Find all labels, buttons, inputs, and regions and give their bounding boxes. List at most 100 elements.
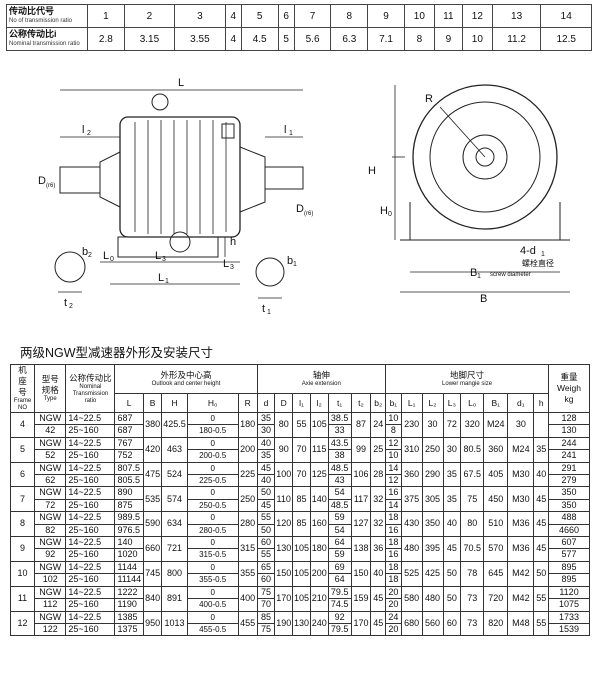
L1-cell: 680 [400,610,423,637]
b1-cell: 20 [385,622,402,637]
col-header: L [114,393,144,413]
model-cell: NGW [34,560,67,575]
L-cell: 1375 [114,622,144,637]
ratio-code: 9 [367,4,405,28]
label-b2: b [82,246,88,258]
L3-cell: 35 [442,486,462,513]
H0-cell: 200-0.5 [186,449,239,463]
L-cell: 767 [114,436,144,451]
B-cell: 660 [142,536,163,562]
ratio-code: 8 [330,4,369,28]
H0-cell: 280-0.5 [186,523,239,538]
t2-cell: 150 [350,560,372,587]
L2-cell: 290 [421,461,444,488]
L-cell: 752 [114,449,144,463]
b1-cell: 18 [385,536,402,550]
model-cell: NGW [34,610,67,624]
weight-cell: 607 [548,536,590,550]
B-cell: 475 [142,461,163,488]
t1-cell: 79.5 [327,585,352,600]
col-header: d [256,393,276,413]
L-cell: 1144 [114,560,144,575]
ratio-code: 4 [224,4,242,28]
ratio-cell: 14~22.5 [65,585,116,600]
ratio-code: 11 [433,4,463,28]
d1-cell: M42 [507,585,535,612]
d1-cell: M36 [507,511,535,538]
L-cell: 805.5 [114,474,144,488]
d-cell: 40 [256,474,276,488]
B1-cell: 720 [483,585,509,612]
H0-cell: 0 [186,585,239,600]
R-cell: 315 [237,536,258,562]
L0-cell: 78 [460,560,485,587]
model-cell: 72 [34,498,67,513]
input-flange [99,151,121,208]
model-cell: 52 [34,449,67,463]
ratio-code: 14 [540,4,592,28]
t1-cell: 43.5 [327,436,352,451]
weight-cell: 291 [548,461,590,476]
h-cell: 45 [533,511,550,538]
frame-cell: 11 [9,585,36,612]
model-cell: 62 [34,474,67,488]
b2-cell: 45 [370,585,387,612]
b2-cell: 45 [370,610,387,637]
h-cell: 45 [533,536,550,562]
header-row-1: 机 座 号 Frame NO 型号 规格 Type 公称传动比 Nominal … [9,363,590,413]
code-label-en: No of transmission ratio [9,18,73,24]
H-cell: 574 [161,486,188,513]
b1-cell: 16 [385,486,402,500]
R-cell: 200 [237,436,258,463]
b1-cell: 12 [385,436,402,451]
L0-cell: 320 [460,412,485,438]
h-cell: 35 [533,436,550,463]
ratio-cell: 25~160 [65,474,116,488]
frame-cell: 6 [9,461,36,488]
t1-cell: 38.5 [327,411,352,426]
B1-cell: M24 [483,412,509,438]
label-L3b: L [223,258,229,270]
section-b1 [255,257,285,287]
ratio-label-zh: 公称传动比i [9,29,57,39]
t2-cell: 99 [350,436,372,463]
left-shaft [59,166,101,194]
svg-text:1: 1 [165,278,169,285]
b1-cell: 10 [385,449,402,463]
L0-cell: 80 [460,511,485,538]
end-view [392,84,570,293]
frame-cell: 9 [9,536,36,562]
ratio-value: 5.6 [293,27,332,51]
b2-cell: 24 [370,412,387,438]
label-b1: b [287,255,293,267]
L0-cell: 67.5 [460,461,485,488]
L2-cell: 395 [421,536,444,562]
label-R: R [425,93,433,105]
L3-cell: 50 [442,585,462,612]
svg-text:2: 2 [69,303,73,310]
h-cell: 40 [533,461,550,488]
col-header: t₁ [327,393,352,413]
L-cell: 1190 [114,598,144,612]
L1-cell: 525 [400,560,423,587]
d-cell: 75 [256,622,276,637]
model-cell: NGW [34,486,67,500]
D-cell: 130 [274,536,294,562]
H0-cell: 0 [186,610,239,624]
l1-cell: 85 [292,511,311,538]
H0-cell: 0 [186,486,239,500]
ratio-value-header: 公称传动比i Nominal transmission ratio [6,27,88,51]
b1-cell: 10 [385,411,402,426]
H0-cell: 0 [186,560,239,575]
ratio-value: 4.5 [240,27,279,51]
svg-text:0: 0 [388,211,392,218]
table-title: 两级NGW型减速器外形及安装尺寸 [20,346,214,360]
l1-cell: 105 [292,560,311,587]
